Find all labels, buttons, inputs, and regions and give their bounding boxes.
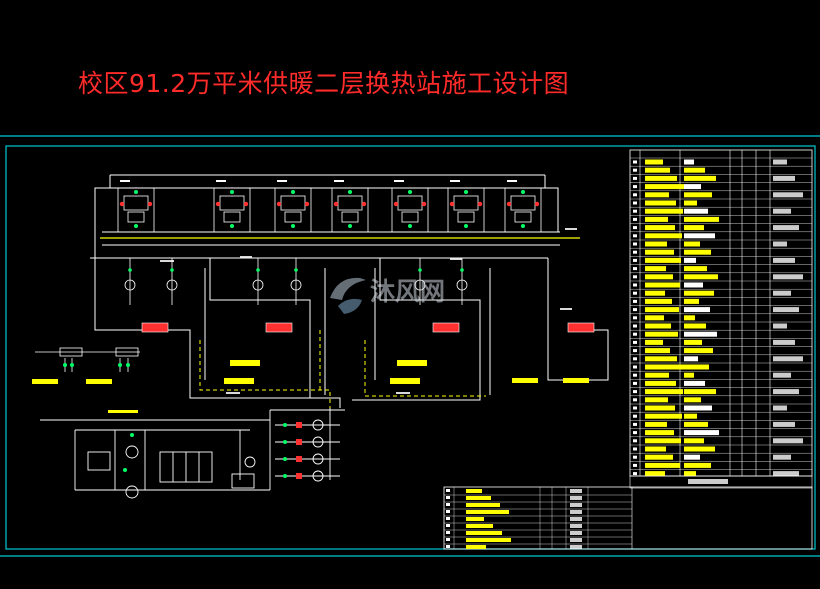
- return-dashes: [199, 330, 486, 410]
- lower-loops: [90, 257, 609, 408]
- heat-exchanger-units: [117, 180, 542, 305]
- watermark-logo: [330, 277, 366, 314]
- equipment-table: [629, 149, 813, 489]
- plate-exchangers: [141, 322, 595, 333]
- pump-valves: [296, 422, 302, 479]
- drawing-frame: [5, 145, 816, 550]
- watermark-text: 沐风网: [370, 277, 445, 306]
- loop-tags: [160, 228, 577, 394]
- page-title: 校区91.2万平米供暖二层换热站施工设计图: [78, 69, 570, 98]
- material-table: [443, 486, 813, 550]
- pump-station: [275, 408, 340, 482]
- lower-left-system: [40, 409, 345, 499]
- left-units: [35, 347, 140, 372]
- yellow-tags: [32, 360, 589, 413]
- upper-header: [94, 174, 560, 300]
